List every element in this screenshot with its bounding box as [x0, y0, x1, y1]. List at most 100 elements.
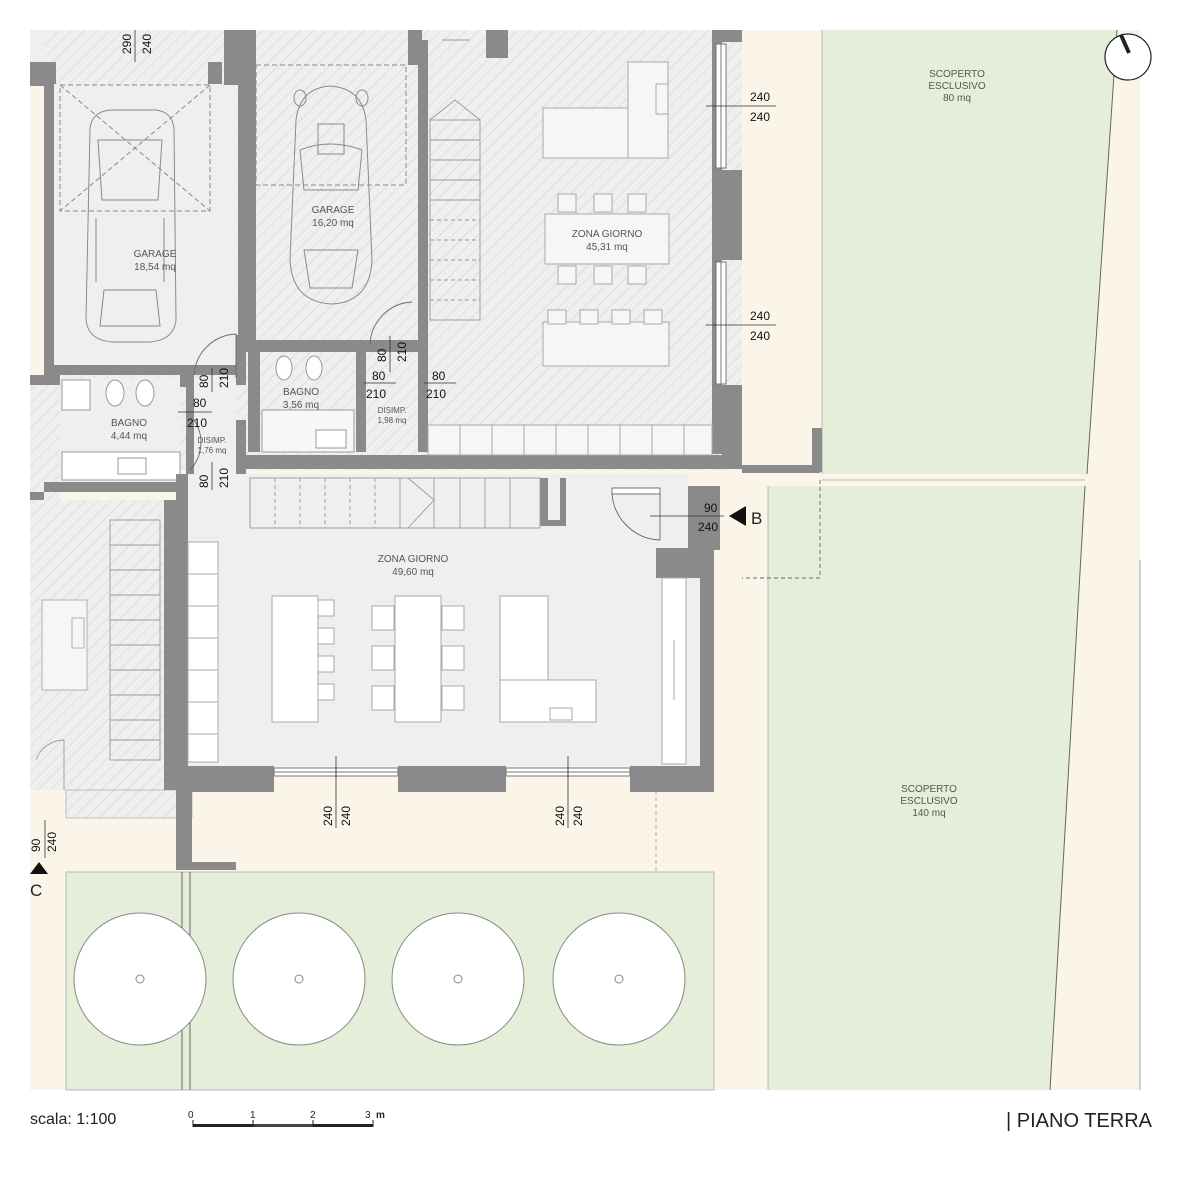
left-neighbour-floor	[30, 380, 60, 500]
lot-line-top	[1086, 29, 1118, 475]
dimension-value: 210	[426, 387, 446, 401]
room-labels: GARAGE 18,54 mq GARAGE 16,20 mq ZONA GIO…	[111, 69, 986, 819]
sofa-main	[271, 595, 319, 723]
entry-door-swing	[611, 480, 821, 579]
room-area: 1,98 mq	[378, 416, 407, 425]
scale-tick: 1	[250, 1110, 256, 1121]
room-area: 16,20 mq	[312, 218, 354, 229]
stairs-upper	[429, 39, 481, 321]
room-area: 3,56 mq	[283, 400, 319, 411]
kitchen-island	[542, 321, 670, 367]
furniture-upper	[427, 61, 713, 456]
scale-tick: 0	[188, 1110, 194, 1121]
section-arrow-c-icon	[30, 862, 48, 874]
section-label-b: B	[751, 509, 762, 528]
room-name: GARAGE	[312, 205, 355, 216]
dining-table-main	[394, 595, 442, 723]
sofa	[542, 107, 630, 159]
room-name: DISIMP.	[378, 406, 407, 415]
room-name: DISIMP.	[198, 436, 227, 445]
dimension-value: 80	[197, 374, 211, 388]
dimension-value: 240	[45, 832, 59, 852]
furniture-main	[187, 541, 687, 765]
section-label-c: C	[30, 881, 42, 900]
dining-table	[544, 213, 670, 265]
dimension-value: 80	[197, 474, 211, 488]
room-area: 49,60 mq	[392, 567, 434, 578]
dimension-value: 210	[217, 368, 231, 388]
tree	[232, 912, 366, 1046]
tree	[73, 912, 207, 1046]
toilet-icon	[275, 355, 293, 381]
upper-building	[30, 30, 822, 504]
car-left	[59, 84, 211, 343]
kitchen-counter	[427, 424, 713, 456]
room-area: 1,76 mq	[198, 446, 227, 455]
dimension-value: 210	[395, 342, 409, 362]
trees	[73, 912, 686, 1046]
dimension-value: 290	[120, 34, 134, 54]
dimension-value: 240	[750, 110, 770, 124]
dimension-labels: 290 240 240 240 240 240 80 210 80 210 80…	[29, 30, 776, 858]
room-area: 140 mq	[912, 808, 945, 819]
left-neighbour-lower	[30, 500, 193, 819]
bath-fixtures	[61, 355, 355, 481]
dimension-value: 240	[553, 806, 567, 826]
dimension-value: 240	[750, 329, 770, 343]
compass-icon	[1104, 33, 1152, 81]
dimension-value: 240	[698, 520, 718, 534]
storage-wall	[187, 541, 219, 763]
dimension-value: 90	[29, 838, 43, 852]
room-name: BAGNO	[111, 418, 147, 429]
section-arrow-b-icon	[729, 506, 746, 526]
room-area: 18,54 mq	[134, 262, 176, 273]
dimension-value: 240	[750, 309, 770, 323]
dimension-value: 240	[339, 806, 353, 826]
stairs-main	[249, 477, 541, 529]
room-name: SCOPERTO	[929, 69, 985, 80]
door-swings-upper	[189, 301, 413, 471]
scale-unit: m	[376, 1110, 385, 1121]
scale-tick: 3	[365, 1110, 371, 1121]
lawn-bottom	[768, 486, 1085, 1090]
tree	[552, 912, 686, 1046]
scale-label: scala: 1:100	[30, 1111, 116, 1128]
dimension-value: 80	[193, 396, 207, 410]
bidet-icon	[135, 379, 155, 407]
dimension-value: 210	[187, 416, 207, 430]
plan-title: | PIANO TERRA	[1006, 1110, 1153, 1132]
garage-left-floor	[54, 85, 237, 365]
lot-line-bottom	[1049, 485, 1086, 1091]
room-area: 45,31 mq	[586, 242, 628, 253]
scale-bar: scala: 1:100 0 1 2 3 m	[30, 1110, 385, 1128]
dimension-value: 80	[432, 369, 446, 383]
scale-tick: 2	[310, 1110, 316, 1121]
room-name: GARAGE	[134, 249, 177, 260]
dimension-value: 240	[321, 806, 335, 826]
room-name: BAGNO	[283, 387, 319, 398]
section-markers: B C	[30, 506, 762, 900]
dimension-value: 240	[750, 90, 770, 104]
room-name: ZONA GIORNO	[572, 229, 643, 240]
room-area: 80 mq	[943, 93, 971, 104]
bath-counter-left	[61, 379, 91, 411]
room-name: ESCLUSIVO	[928, 81, 985, 92]
tree	[391, 912, 525, 1046]
dimension-value: 210	[366, 387, 386, 401]
room-name: ESCLUSIVO	[900, 796, 957, 807]
dimension-value: 210	[217, 468, 231, 488]
room-name: SCOPERTO	[901, 784, 957, 795]
car-center	[255, 64, 407, 305]
toilet-icon	[105, 379, 125, 407]
room-name: ZONA GIORNO	[378, 554, 449, 565]
bidet-icon	[305, 355, 323, 381]
room-area: 4,44 mq	[111, 431, 147, 442]
upper-walls	[30, 30, 822, 504]
sofa-chaise	[627, 61, 669, 159]
dimension-value: 80	[372, 369, 386, 383]
dimension-value: 80	[375, 348, 389, 362]
main-walls	[176, 474, 720, 870]
dimension-value: 240	[571, 806, 585, 826]
main-living-unit	[176, 474, 821, 870]
